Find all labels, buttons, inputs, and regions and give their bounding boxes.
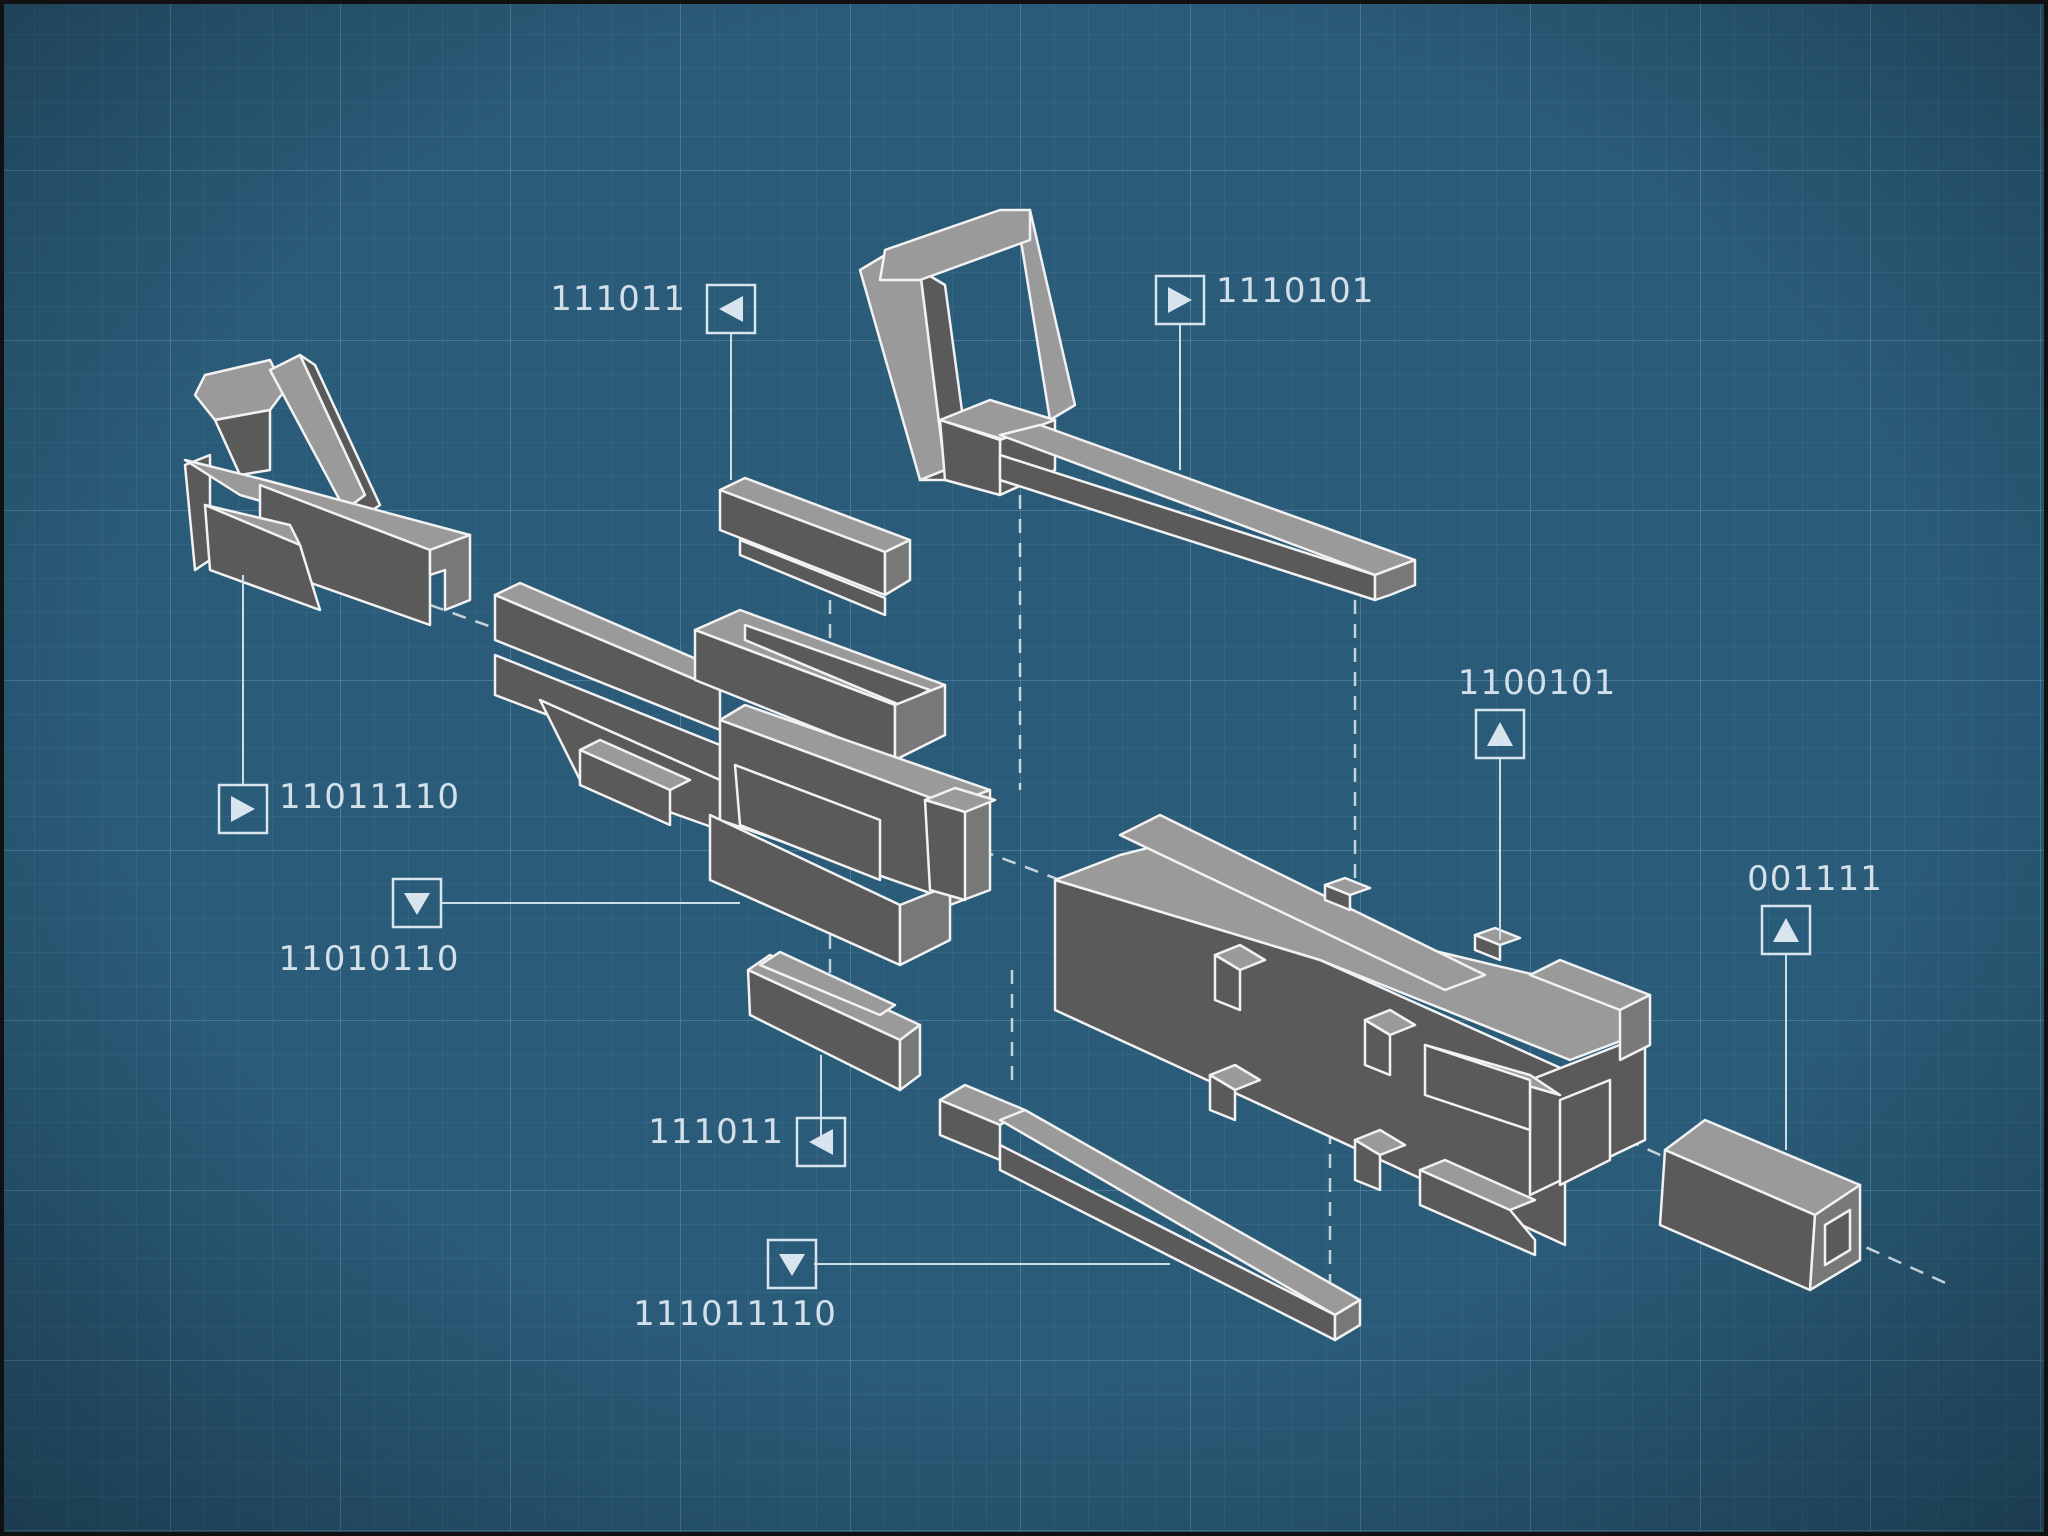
part-plate-lower <box>746 950 922 1092</box>
arrow-left-icon <box>809 1129 833 1155</box>
part-main-housing <box>1053 813 1652 1257</box>
part-receiver <box>493 581 997 967</box>
arrow-down-icon <box>779 1254 805 1276</box>
callout-label: 11011110 <box>279 777 460 817</box>
arrow-right-icon <box>1168 287 1192 313</box>
callout-label: 001111 <box>1747 859 1883 899</box>
callout-label: 1100101 <box>1458 663 1616 703</box>
part-plate-upper <box>718 476 912 617</box>
arrow-up-icon <box>1487 722 1513 746</box>
callout-11010110: 11010110 <box>278 877 459 979</box>
callout-label: 11010110 <box>278 939 459 979</box>
arrow-right-icon <box>231 796 255 822</box>
arrow-down-icon <box>404 893 430 915</box>
callout-111011110: 111011110 <box>633 1238 837 1334</box>
arrow-left-icon <box>719 296 743 322</box>
assembly-axes <box>429 495 1951 1300</box>
part-frame-rail <box>858 208 1417 602</box>
callout-001111: 001111 <box>1747 859 1883 956</box>
callout-label: 111011 <box>648 1112 784 1152</box>
callout-leaders <box>242 324 1787 1265</box>
callout-1100101: 1100101 <box>1458 663 1616 760</box>
callout-11011110: 11011110 <box>217 777 460 835</box>
arrow-up-icon <box>1773 918 1799 942</box>
callout-111011-bottom: 111011 <box>648 1112 847 1168</box>
part-end-cap <box>1658 1118 1862 1292</box>
callout-1110101: 1110101 <box>1154 271 1374 326</box>
part-rail-lower <box>938 1083 1362 1342</box>
callout-label: 111011 <box>550 279 686 319</box>
callout-label: 1110101 <box>1216 271 1374 311</box>
callout-111011-top: 111011 <box>550 279 757 335</box>
part-clamp-left <box>183 353 472 627</box>
callout-label: 111011110 <box>633 1294 837 1334</box>
